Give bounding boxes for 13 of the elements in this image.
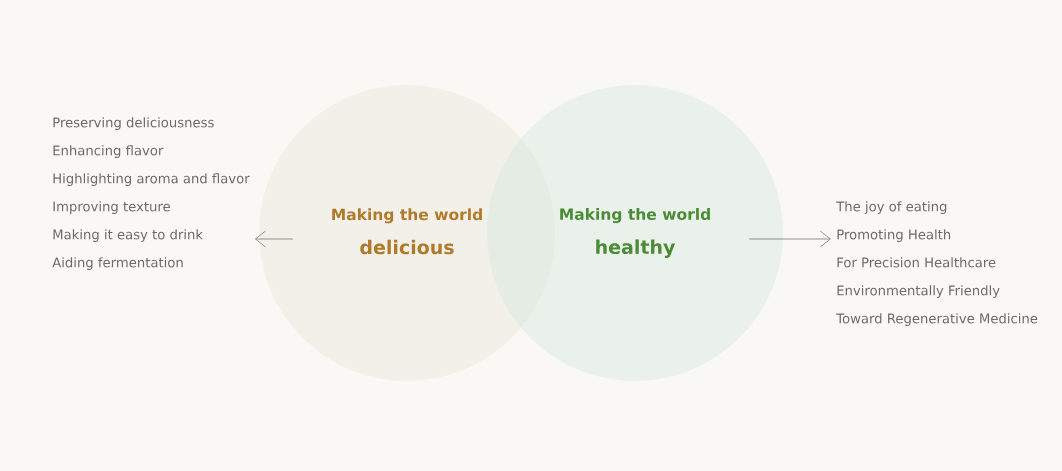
list-item: Making it easy to drink: [53, 229, 203, 242]
list-item: Toward Regenerative Medicine: [836, 313, 1038, 326]
list-item: The joy of eating: [836, 201, 947, 214]
arrow: [255, 230, 294, 248]
list-item: Enhancing flavor: [53, 145, 164, 158]
list-item: Improving texture: [53, 201, 170, 214]
list-item: Environmentally Friendly: [837, 285, 1000, 298]
list-item: Aiding fermentation: [52, 257, 183, 270]
list-item: Highlighting aroma and flavor: [53, 173, 250, 186]
list-item: Promoting Health: [837, 229, 951, 242]
arrow: [748, 230, 831, 248]
list-item: Preserving deliciousness: [53, 117, 214, 130]
list-item: For Precision Healthcare: [837, 257, 996, 268]
